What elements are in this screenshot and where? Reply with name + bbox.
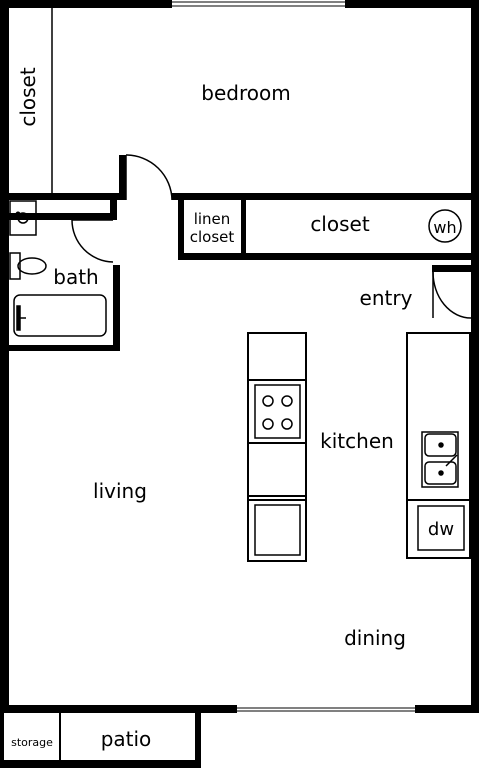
window-bottom [237, 707, 415, 712]
linen-closet-label-line2: closet [190, 228, 235, 246]
kitchen-counter [406, 332, 471, 559]
sink-icon [9, 200, 37, 236]
hall-closet-label: closet [310, 212, 370, 236]
dishwasher-icon [417, 505, 465, 551]
living-label: living [93, 479, 147, 503]
door-bedroom [125, 154, 173, 201]
door-entry [432, 271, 472, 319]
water-heater-icon [428, 209, 462, 243]
bedroom-label: bedroom [201, 81, 290, 105]
double-sink-icon [421, 431, 459, 488]
kitchen-island [247, 332, 307, 562]
patio-label: patio [101, 727, 152, 751]
linen-closet-label-line1: linen [194, 210, 231, 228]
stove-icon [254, 384, 301, 439]
storage-label: storage [11, 736, 53, 749]
interior-walls [9, 155, 471, 351]
dining-label: dining [344, 626, 406, 650]
water-heater-label: wh [433, 218, 456, 237]
entry-label: entry [360, 286, 413, 310]
toilet-icon [9, 252, 47, 280]
bathtub-icon [13, 294, 107, 337]
refrigerator-icon [254, 504, 301, 556]
kitchen-label: kitchen [320, 429, 394, 453]
bath-label: bath [53, 265, 98, 289]
dishwasher-label: dw [428, 519, 454, 540]
bedroom-closet-label: closet [16, 67, 40, 127]
window-top [172, 1, 345, 7]
door-bath [71, 219, 114, 263]
